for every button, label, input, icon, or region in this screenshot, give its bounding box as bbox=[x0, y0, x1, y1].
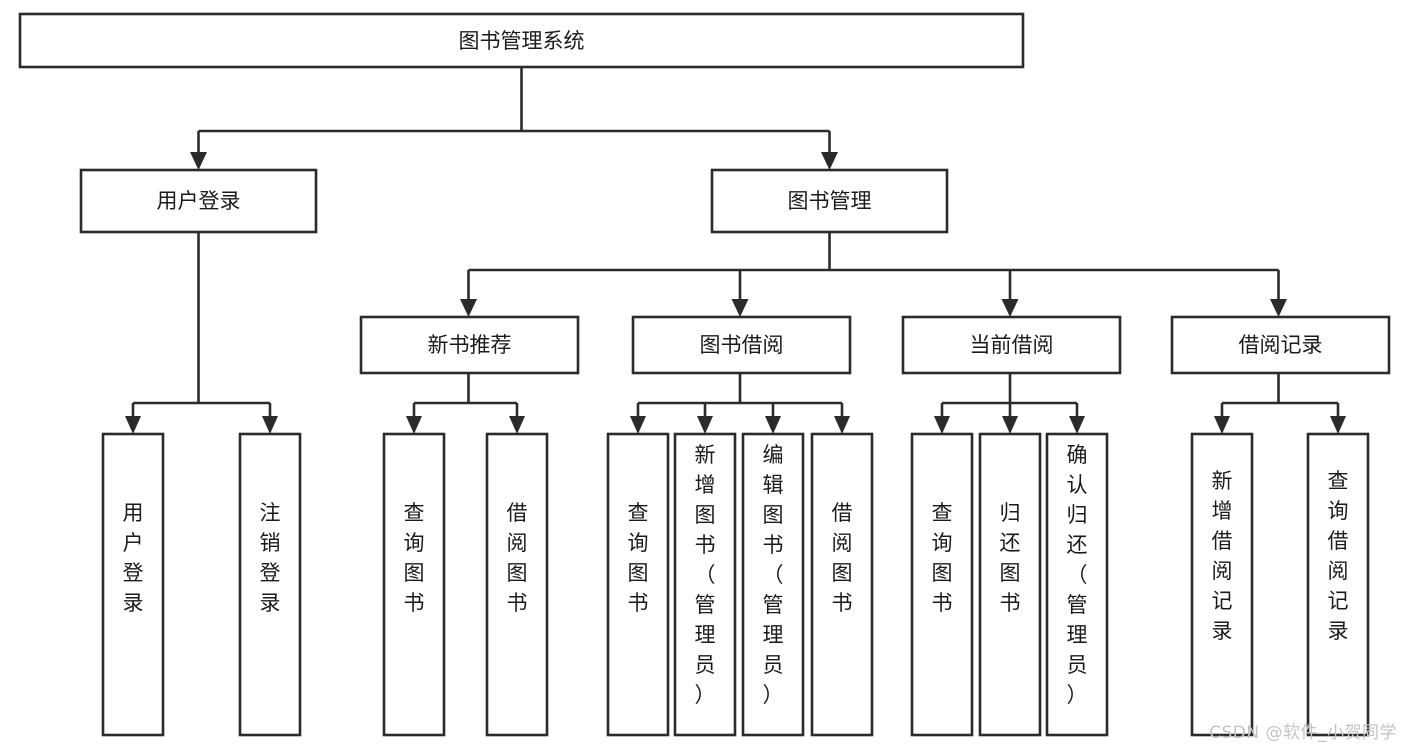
node-borrow-record-box[interactable] bbox=[1170, 315, 1391, 375]
arrow-leaf-borrow-book-1 bbox=[509, 416, 525, 434]
node-leaf-query-book-1-label: 查询图书 bbox=[404, 501, 425, 615]
connector-group-current-borrow-leaves bbox=[934, 373, 1085, 434]
node-leaf-borrow-book-1[interactable]: 借阅图书 bbox=[485, 432, 549, 737]
arrow-leaf-query-borrow-record bbox=[1330, 416, 1346, 434]
arrow-borrow-record bbox=[1270, 299, 1287, 317]
node-book-management[interactable]: 图书管理 bbox=[710, 168, 949, 234]
node-current-borrow-box[interactable] bbox=[901, 315, 1122, 375]
connector-group-book-borrow-leaves bbox=[630, 373, 850, 434]
node-user-login-box[interactable] bbox=[79, 168, 318, 234]
node-leaf-query-borrow-record-label: 查询借阅记录 bbox=[1328, 469, 1349, 643]
node-borrow-record-label: 借阅记录 bbox=[1239, 333, 1323, 357]
node-leaf-add-book-label: 新增图书（管理员） bbox=[695, 443, 716, 707]
node-current-borrow[interactable]: 当前借阅 bbox=[901, 315, 1122, 375]
node-leaf-user-login-box[interactable] bbox=[101, 432, 165, 737]
arrow-user-login bbox=[190, 152, 207, 170]
node-leaf-return-book[interactable]: 归还图书 bbox=[978, 432, 1042, 737]
arrow-leaf-borrow-book-2 bbox=[834, 416, 850, 434]
node-book-borrow[interactable]: 图书借阅 bbox=[631, 315, 852, 375]
arrow-book-borrow bbox=[731, 299, 749, 317]
node-leaf-borrow-book-1-label: 借阅图书 bbox=[507, 501, 528, 615]
node-new-book-recommend[interactable]: 新书推荐 bbox=[359, 315, 580, 375]
node-leaf-borrow-book-2[interactable]: 借阅图书 bbox=[810, 432, 874, 737]
node-leaf-logout-login[interactable]: 注销登录 bbox=[238, 432, 302, 737]
node-leaf-query-borrow-record[interactable]: 查询借阅记录 bbox=[1306, 432, 1370, 737]
arrow-leaf-query-book-3 bbox=[934, 416, 950, 434]
node-user-login-label: 用户登录 bbox=[157, 189, 241, 213]
node-leaf-add-borrow-record-box[interactable] bbox=[1190, 432, 1254, 737]
arrow-leaf-user-login bbox=[125, 416, 141, 434]
connector-group-borrow-record-leaves bbox=[1214, 373, 1346, 434]
node-leaf-add-book-box[interactable] bbox=[673, 432, 737, 737]
node-leaf-add-book[interactable]: 新增图书（管理员） bbox=[673, 432, 737, 737]
node-leaf-query-book-2-label: 查询图书 bbox=[628, 501, 649, 615]
arrow-leaf-logout-login bbox=[262, 416, 278, 434]
node-leaf-borrow-book-1-box[interactable] bbox=[485, 432, 549, 737]
node-leaf-borrow-book-2-label: 借阅图书 bbox=[832, 501, 853, 615]
node-leaf-return-book-box[interactable] bbox=[978, 432, 1042, 737]
node-book-borrow-label: 图书借阅 bbox=[700, 333, 784, 357]
node-leaf-confirm-return-box[interactable] bbox=[1045, 432, 1109, 737]
node-new-book-recommend-label: 新书推荐 bbox=[428, 333, 512, 357]
node-leaf-add-borrow-record-label: 新增借阅记录 bbox=[1212, 469, 1233, 643]
node-leaf-query-book-3[interactable]: 查询图书 bbox=[910, 432, 974, 737]
connector-group-new-book-recommend-leaves bbox=[406, 373, 525, 434]
node-leaf-query-book-3-box[interactable] bbox=[910, 432, 974, 737]
node-leaf-query-book-1-box[interactable] bbox=[382, 432, 446, 737]
arrow-leaf-edit-book bbox=[765, 416, 781, 434]
node-new-book-recommend-box[interactable] bbox=[359, 315, 580, 375]
node-user-login[interactable]: 用户登录 bbox=[79, 168, 318, 234]
node-root-box[interactable] bbox=[18, 12, 1025, 69]
node-leaf-logout-login-box[interactable] bbox=[238, 432, 302, 737]
node-book-management-label: 图书管理 bbox=[788, 189, 872, 213]
arrow-leaf-add-borrow-record bbox=[1214, 416, 1230, 434]
arrow-leaf-add-book bbox=[697, 416, 713, 434]
node-leaf-edit-book[interactable]: 编辑图书（管理员） bbox=[741, 432, 805, 737]
csdn-watermark: CSDN @软件_小贺同学 bbox=[1209, 723, 1397, 743]
arrow-leaf-return-book bbox=[1002, 416, 1018, 434]
node-root[interactable]: 图书管理系统 bbox=[18, 12, 1025, 69]
node-leaf-edit-book-label: 编辑图书（管理员） bbox=[763, 443, 784, 707]
node-leaf-query-book-2[interactable]: 查询图书 bbox=[606, 432, 670, 737]
node-leaf-edit-book-box[interactable] bbox=[741, 432, 805, 737]
connector-group-user-login-leaves bbox=[125, 232, 278, 434]
arrow-book-management bbox=[821, 152, 838, 170]
node-root-label: 图书管理系统 bbox=[459, 29, 585, 53]
node-current-borrow-label: 当前借阅 bbox=[970, 333, 1054, 357]
connector-group-root-to-level2 bbox=[190, 67, 838, 170]
node-leaf-user-login-label: 用户登录 bbox=[123, 501, 144, 615]
connector-group-book-management-to-level3 bbox=[460, 232, 1287, 317]
node-leaf-confirm-return[interactable]: 确认归还（管理员） bbox=[1045, 432, 1109, 737]
node-leaf-query-book-2-box[interactable] bbox=[606, 432, 670, 737]
node-leaf-borrow-book-2-box[interactable] bbox=[810, 432, 874, 737]
node-book-borrow-box[interactable] bbox=[631, 315, 852, 375]
node-leaf-query-borrow-record-box[interactable] bbox=[1306, 432, 1370, 737]
node-book-management-box[interactable] bbox=[710, 168, 949, 234]
node-leaf-add-borrow-record[interactable]: 新增借阅记录 bbox=[1190, 432, 1254, 737]
arrow-current-borrow bbox=[1001, 299, 1019, 317]
arrow-new-book-recommend bbox=[460, 299, 477, 317]
arrow-leaf-query-book-2 bbox=[630, 416, 646, 434]
node-leaf-logout-login-label: 注销登录 bbox=[260, 501, 281, 615]
arrow-leaf-confirm-return bbox=[1069, 416, 1085, 434]
node-borrow-record[interactable]: 借阅记录 bbox=[1170, 315, 1391, 375]
node-leaf-return-book-label: 归还图书 bbox=[1000, 501, 1021, 615]
node-leaf-query-book-1[interactable]: 查询图书 bbox=[382, 432, 446, 737]
node-leaf-user-login[interactable]: 用户登录 bbox=[101, 432, 165, 737]
node-leaf-query-book-3-label: 查询图书 bbox=[932, 501, 953, 615]
node-leaf-confirm-return-label: 确认归还（管理员） bbox=[1067, 443, 1088, 707]
arrow-leaf-query-book-1 bbox=[406, 416, 422, 434]
